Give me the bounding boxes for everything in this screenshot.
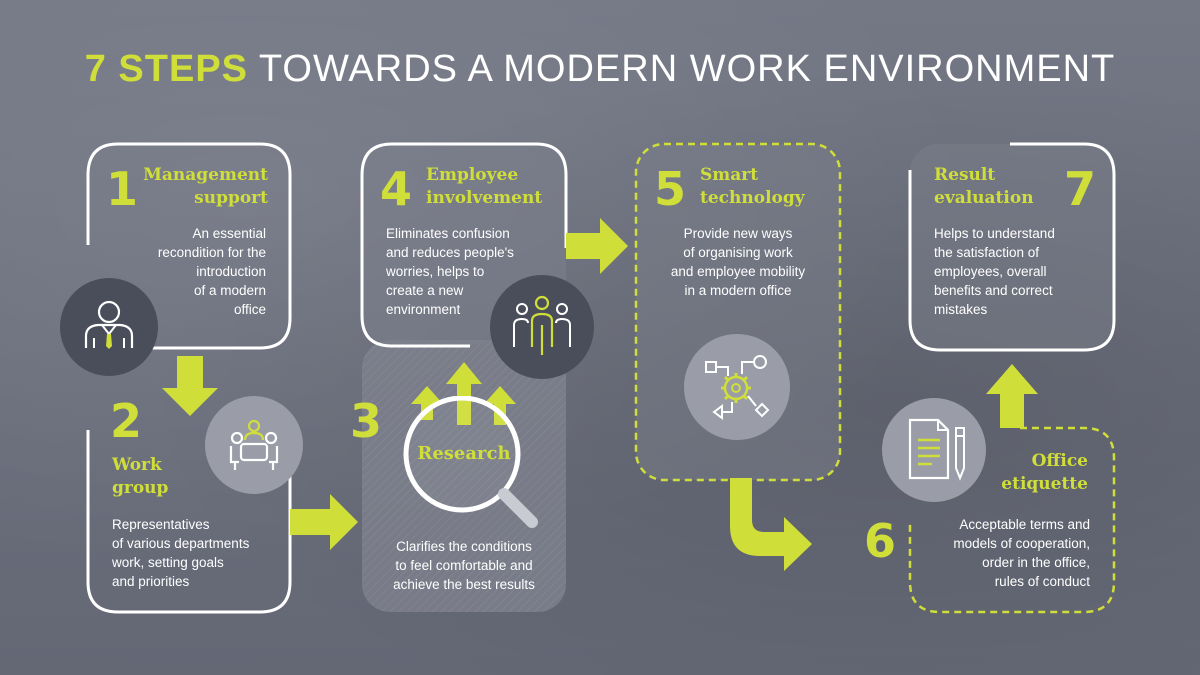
desc-line: Representatives (112, 517, 210, 532)
magnifier-icon (398, 395, 548, 536)
desc-line: Eliminates confusion (386, 226, 510, 241)
step-number: 1 (106, 162, 139, 216)
step-description: Provide new ways of organising work and … (642, 224, 834, 300)
desc-line: in a modern office (684, 283, 792, 298)
step7-outline (908, 142, 1116, 352)
step-number: 3 (350, 394, 383, 448)
step-heading: Employee involvement (426, 164, 556, 210)
desc-line: achieve the best results (393, 577, 535, 592)
arrow-up-3a (411, 386, 443, 420)
desc-line: create a new (386, 283, 464, 298)
step-heading-line: Result (934, 165, 996, 185)
title-rest: TOWARDS A MODERN WORK ENVIRONMENT (258, 48, 1116, 90)
arrow-down-1-2 (162, 356, 218, 416)
desc-line: the satisfaction of (934, 245, 1040, 260)
step-number: 7 (1064, 162, 1097, 216)
step-heading: Management support (130, 164, 268, 210)
step-description: Acceptable terms and models of cooperati… (918, 515, 1090, 591)
desc-line: office (233, 302, 266, 317)
arrow-right-4-5 (566, 218, 628, 274)
desc-line: models of cooperation, (953, 536, 1090, 551)
step-heading-line: support (194, 188, 268, 208)
step7-panel (910, 144, 1114, 350)
title-highlight: 7 STEPS (84, 48, 249, 90)
desc-line: of a modern (193, 283, 266, 298)
meeting-table-icon (205, 396, 303, 494)
step-heading-line: group (112, 478, 169, 498)
desc-line: recondition for the (157, 245, 266, 260)
step-heading-line: Office (1031, 451, 1088, 471)
workflow-gear-icon (684, 334, 790, 440)
desc-line: introduction (196, 264, 266, 279)
step-heading: Smart technology (700, 164, 820, 210)
step-heading: Office etiquette (960, 450, 1088, 496)
step-number: 5 (654, 162, 687, 216)
desc-line: work, setting goals (112, 555, 224, 570)
desc-line: and priorities (112, 574, 190, 589)
step-description: Eliminates confusion and reduces people'… (386, 224, 526, 319)
step-heading-line: involvement (426, 188, 543, 208)
step-heading: Research (402, 442, 526, 465)
desc-line: Helps to understand (934, 226, 1055, 241)
page-title: 7 STEPS TOWARDS A MODERN WORK ENVIRONMEN… (0, 48, 1200, 91)
arrow-up-3c (484, 386, 516, 425)
desc-line: to feel comfortable and (395, 558, 533, 573)
desc-line: employees, overall (934, 264, 1047, 279)
step-description: Representatives of various departments w… (112, 515, 282, 591)
step-heading-line: etiquette (1001, 474, 1088, 494)
arrow-curve-5-6 (730, 478, 812, 571)
desc-line: of various departments (112, 536, 250, 551)
step-description: Helps to understand the satisfaction of … (934, 224, 1104, 319)
step-heading-line: Smart (700, 165, 759, 185)
step1-outline (86, 142, 292, 350)
desc-line: and reduces people's (386, 245, 514, 260)
businessman-icon (60, 278, 158, 376)
desc-line: Acceptable terms and (959, 517, 1090, 532)
desc-line: benefits and correct (934, 283, 1053, 298)
desc-line: rules of conduct (994, 574, 1090, 589)
step-heading: Work group (112, 454, 232, 500)
step3-panel (362, 340, 566, 612)
desc-line: of organising work (683, 245, 793, 260)
team-icon (490, 275, 594, 379)
arrow-right-2-3 (290, 494, 358, 550)
step-heading-line: Employee (426, 165, 519, 185)
desc-line: and employee mobility (670, 264, 806, 279)
desc-line: Clarifies the conditions (396, 539, 532, 554)
step-heading-line: Management (143, 165, 268, 185)
step-description: An essential recondition for the introdu… (140, 224, 266, 319)
desc-line: order in the office, (982, 555, 1090, 570)
step-description: Clarifies the conditions to feel comfort… (366, 537, 562, 594)
document-pen-icon (882, 398, 986, 502)
desc-line: mistakes (934, 302, 988, 317)
step-heading-line: technology (700, 188, 805, 208)
step-heading-line: evaluation (934, 188, 1034, 208)
desc-line: environment (386, 302, 461, 317)
step6-outline (908, 426, 1116, 614)
step-number: 2 (110, 394, 143, 448)
step4-outline (360, 142, 568, 348)
step-number: 4 (380, 162, 413, 216)
arrow-up-6-7 (986, 364, 1038, 428)
step-heading: Result evaluation (934, 164, 1054, 210)
desc-line: An essential (192, 226, 266, 241)
desc-line: worries, helps to (386, 264, 485, 279)
step2-outline (86, 430, 292, 614)
arrow-up-3b (446, 362, 482, 425)
step-number: 6 (864, 514, 897, 568)
desc-line: Provide new ways (683, 226, 793, 241)
step-heading-line: Work (112, 455, 162, 475)
step-heading-line: Research (417, 443, 511, 464)
